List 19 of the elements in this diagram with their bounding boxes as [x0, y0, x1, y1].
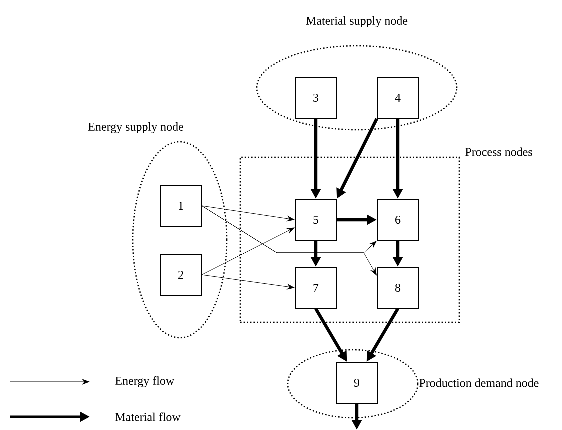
- arrow: [202, 274, 295, 290]
- group-label: Production demand node: [420, 378, 539, 388]
- node-box: 2: [160, 254, 202, 296]
- node-box: 9: [336, 362, 378, 404]
- node-box: 3: [295, 77, 337, 119]
- legend-label: Energy flow: [116, 376, 175, 388]
- legend-label: Material flow: [116, 412, 181, 422]
- group-label: Process nodes: [466, 148, 532, 156]
- group-label: Material supply node: [306, 16, 408, 28]
- group-label: Energy supply node: [88, 122, 184, 134]
- node-box: 8: [377, 267, 419, 309]
- node-box: 1: [160, 185, 202, 227]
- arrow: [202, 228, 295, 276]
- arrow: [202, 206, 295, 222]
- arrow: [202, 206, 377, 276]
- node-box: 5: [295, 199, 337, 241]
- node-box: 6: [377, 199, 419, 241]
- node-box: 4: [377, 77, 419, 119]
- node-box: 7: [295, 267, 337, 309]
